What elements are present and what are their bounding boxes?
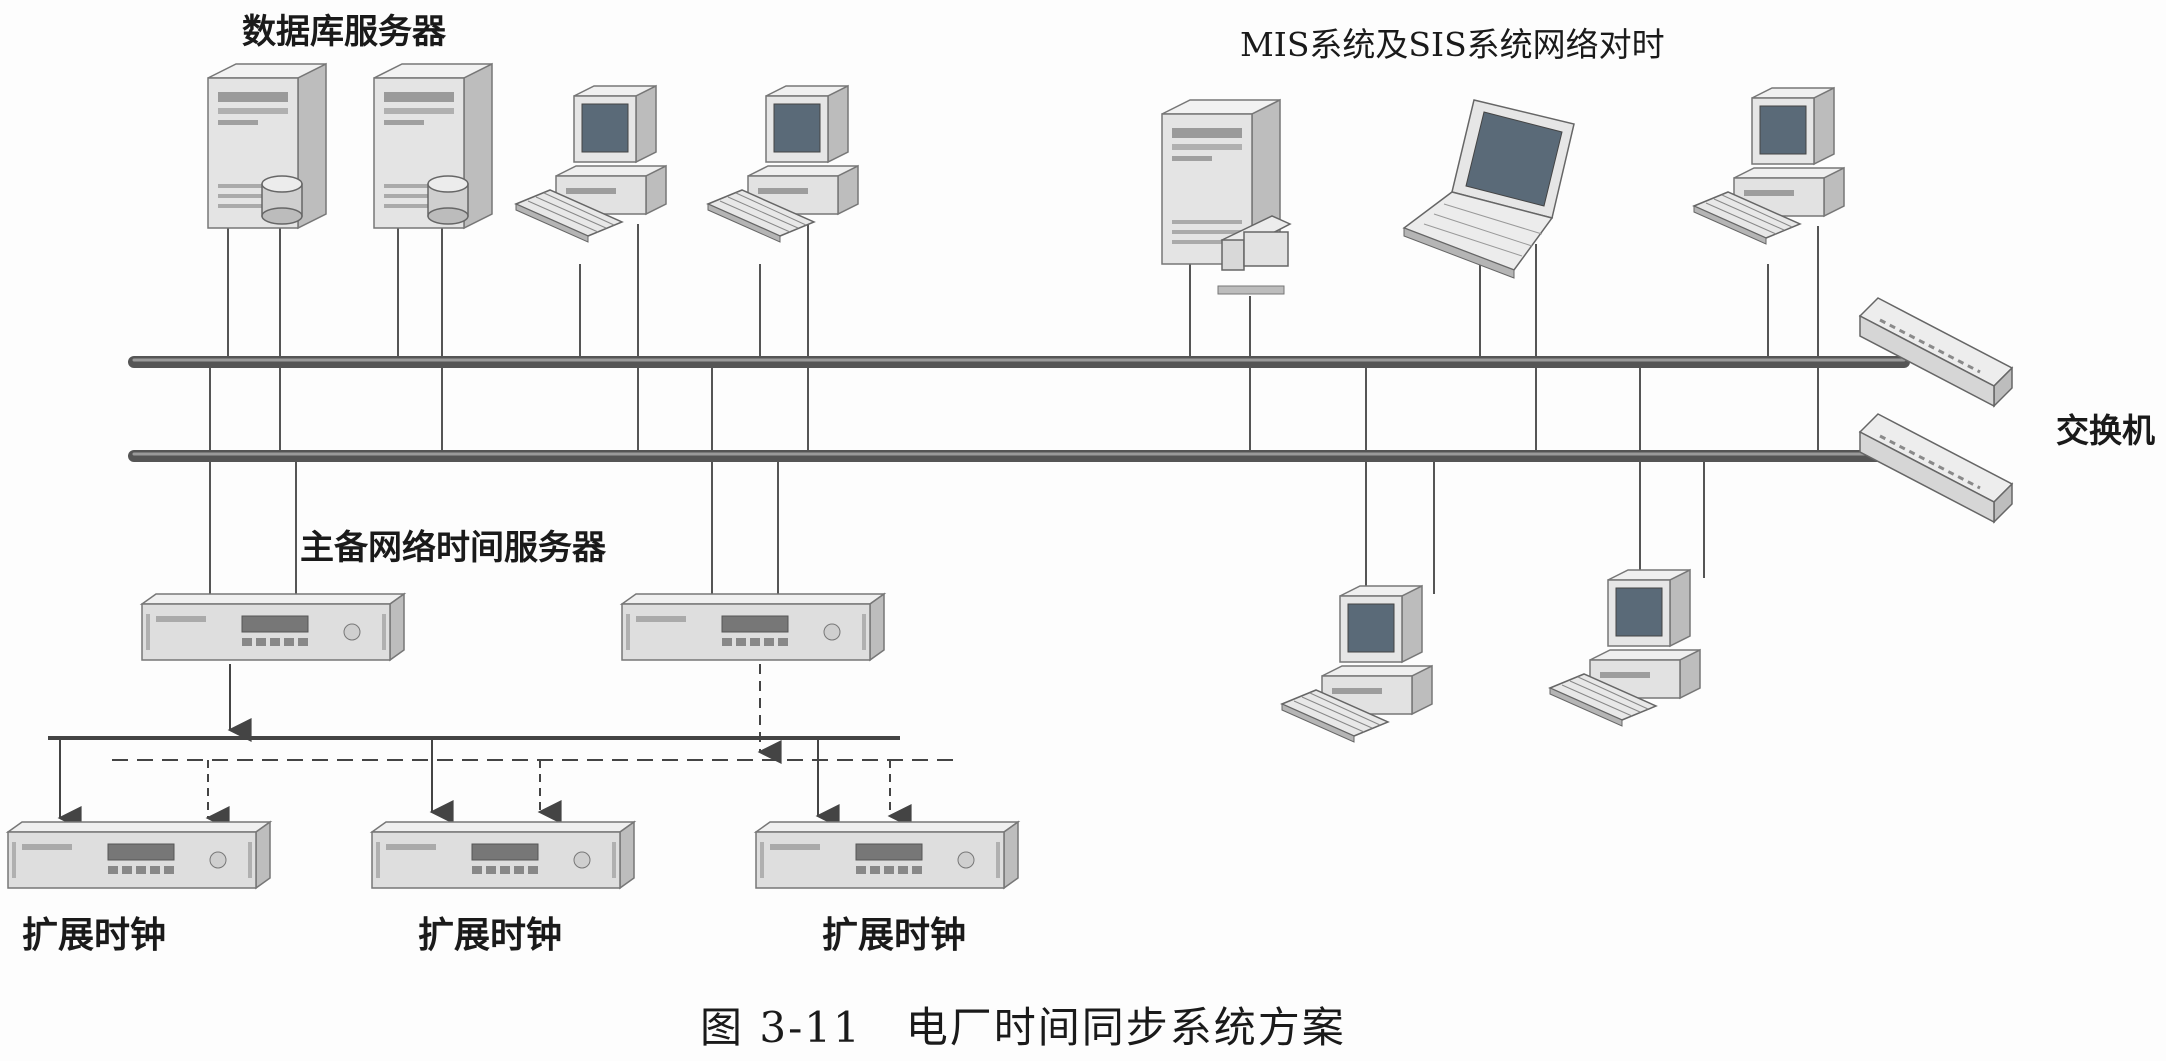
extension-clock-label-3: 扩展时钟 <box>822 915 967 956</box>
extension-clock-label-2: 扩展时钟 <box>418 915 563 956</box>
extension-clock-label-1: 扩展时钟 <box>22 915 167 956</box>
switch-upper <box>1858 296 2014 408</box>
workstation-2 <box>707 85 859 243</box>
mis-sis-sync-label: MIS系统及SIS系统网络对时 <box>1240 25 1665 64</box>
switch-lower <box>1858 412 2014 524</box>
extension-clock-device-1 <box>7 821 271 889</box>
extension-clock-device-2 <box>371 821 635 889</box>
switch-label: 交换机 <box>2056 411 2155 450</box>
extension-clock-device-3 <box>755 821 1019 889</box>
workstation-3 <box>1693 87 1845 245</box>
connection-lines <box>209 224 1819 598</box>
network-bus-upper <box>128 356 1910 368</box>
time-server-label: 主备网络时间服务器 <box>300 528 606 568</box>
figure-caption: 图 3-11 电厂时间同步系统方案 <box>700 1003 1346 1052</box>
master-distribution <box>48 664 900 830</box>
workstation-4 <box>1281 585 1433 743</box>
master-time-server <box>141 593 405 661</box>
database-server-1 <box>207 63 327 229</box>
network-bus-lower <box>128 450 1910 462</box>
workstation-5 <box>1549 569 1701 727</box>
workstation-1 <box>515 85 667 243</box>
database-servers-label: 数据库服务器 <box>242 12 446 52</box>
mis-server <box>1161 99 1292 295</box>
backup-time-server <box>621 593 885 661</box>
database-server-2 <box>373 63 493 229</box>
backup-distribution <box>112 664 958 830</box>
laptop <box>1403 99 1575 279</box>
